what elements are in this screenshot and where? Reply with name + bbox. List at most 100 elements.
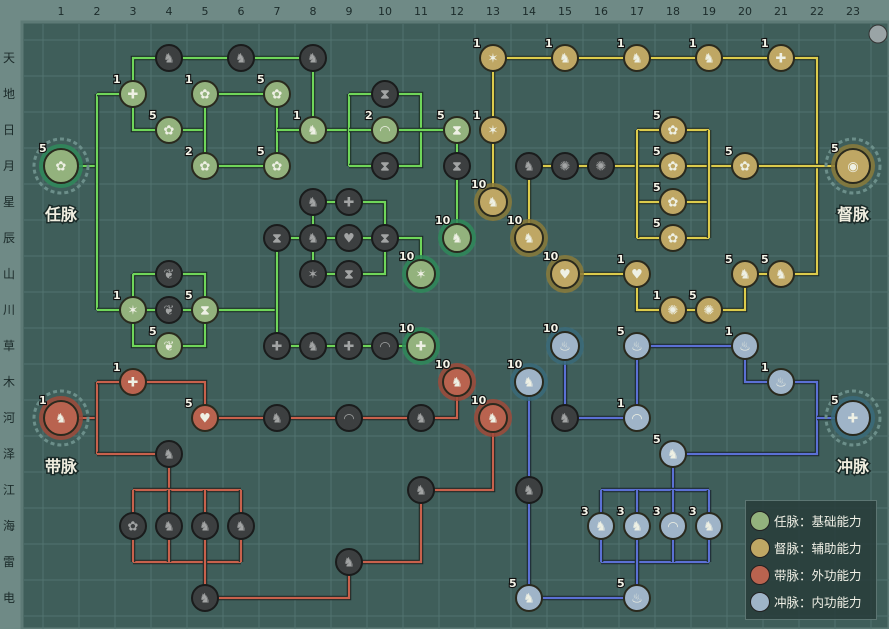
ren-skill-node[interactable]: ✚: [335, 332, 363, 360]
ren-skill-node[interactable]: ✶10: [398, 249, 440, 293]
dai-skill-node[interactable]: ♞: [155, 512, 183, 540]
ren-skill-node[interactable]: ♞: [299, 188, 327, 216]
du-skill-node[interactable]: ♞1: [544, 36, 579, 72]
ren-skill-node[interactable]: ✚1: [112, 72, 147, 108]
dai-skill-node[interactable]: ♞1: [32, 389, 90, 447]
ren-skill-node[interactable]: ⧗5: [436, 108, 471, 144]
dai-skill-node[interactable]: ♞: [191, 512, 219, 540]
node-badge: [155, 512, 183, 540]
ren-skill-node[interactable]: ♞: [155, 44, 183, 72]
ren-skill-node[interactable]: ⧗: [371, 80, 399, 108]
dai-skill-node[interactable]: ✿: [119, 512, 147, 540]
chong-skill-node[interactable]: ♨5: [616, 576, 651, 612]
dai-skill-node[interactable]: ♞: [335, 548, 363, 576]
du-skill-node[interactable]: ✺5: [688, 288, 723, 324]
du-skill-node[interactable]: ✿5: [652, 216, 687, 252]
ren-skill-node[interactable]: ✶: [299, 260, 327, 288]
du-skill-node[interactable]: ✿5: [652, 144, 687, 180]
ren-skill-node[interactable]: ♞1: [292, 108, 327, 144]
dai-skill-node[interactable]: ♞: [155, 440, 183, 468]
ren-skill-node[interactable]: ✚10: [398, 321, 440, 365]
ring-icon: ◠: [632, 412, 642, 427]
dai-skill-node[interactable]: ♥5: [184, 396, 219, 432]
ren-skill-node[interactable]: ♞10: [434, 213, 476, 257]
du-skill-node[interactable]: ✿5: [724, 144, 759, 180]
du-skill-node[interactable]: ♥1: [616, 252, 651, 288]
ren-skill-node[interactable]: ✚: [263, 332, 291, 360]
chong-skill-node[interactable]: ✚5: [824, 389, 882, 447]
ren-skill-node[interactable]: ⧗5: [184, 288, 219, 324]
ren-skill-node[interactable]: ✶1: [112, 288, 147, 324]
node-level: 1: [617, 37, 625, 50]
ren-skill-node[interactable]: ❦5: [148, 324, 183, 360]
du-skill-node[interactable]: ♞10: [470, 177, 512, 221]
ren-skill-node[interactable]: ♥: [335, 224, 363, 252]
dai-skill-node[interactable]: ◠: [335, 404, 363, 432]
ren-skill-node[interactable]: ⧗: [335, 260, 363, 288]
du-skill-node[interactable]: ✺: [551, 152, 579, 180]
du-skill-node[interactable]: ♞5: [724, 252, 759, 288]
ren-skill-node[interactable]: ◠: [371, 332, 399, 360]
du-skill-node[interactable]: ✿5: [652, 180, 687, 216]
dai-skill-node[interactable]: ♞10: [470, 393, 512, 437]
ren-skill-node[interactable]: ✿5: [256, 144, 291, 180]
legend-label: 带脉：外功能力: [774, 568, 862, 583]
du-skill-node[interactable]: ♞: [515, 152, 543, 180]
du-skill-node[interactable]: ♥10: [542, 249, 584, 293]
ren-skill-node[interactable]: ✚: [335, 188, 363, 216]
ren-skill-node[interactable]: ⧗: [443, 152, 471, 180]
ren-skill-node[interactable]: ✿5: [148, 108, 183, 144]
chong-skill-node[interactable]: ♞3: [616, 504, 651, 540]
chong-skill-node[interactable]: ♨1: [724, 324, 759, 360]
dai-skill-node[interactable]: ♞10: [434, 357, 476, 401]
dai-skill-node[interactable]: ♞: [407, 404, 435, 432]
chong-skill-node[interactable]: ♞5: [508, 576, 543, 612]
ren-skill-node[interactable]: ❦: [155, 260, 183, 288]
ren-skill-node[interactable]: ⧗: [371, 224, 399, 252]
du-skill-node[interactable]: ◉5: [824, 137, 882, 195]
dai-skill-node[interactable]: ♞: [407, 476, 435, 504]
chong-skill-node[interactable]: ♨10: [542, 321, 584, 365]
star-icon: ✶: [488, 52, 499, 67]
ren-skill-node[interactable]: ◠2: [364, 108, 399, 144]
du-skill-node[interactable]: ♞1: [616, 36, 651, 72]
hourglass-icon: ⧗: [380, 160, 389, 175]
chong-skill-node[interactable]: ♞: [515, 476, 543, 504]
ren-skill-node[interactable]: ✿5: [32, 137, 90, 195]
ren-skill-node[interactable]: ✿2: [184, 144, 219, 180]
ren-skill-node[interactable]: ✿1: [184, 72, 219, 108]
dai-skill-node[interactable]: ✚1: [112, 360, 147, 396]
chong-skill-node[interactable]: ♞3: [580, 504, 615, 540]
node-level: 1: [39, 394, 47, 407]
chong-skill-node[interactable]: ♞5: [652, 432, 687, 468]
dai-skill-node[interactable]: ♞: [263, 404, 291, 432]
ren-skill-node[interactable]: ♞: [299, 44, 327, 72]
ren-skill-node[interactable]: ❦: [155, 296, 183, 324]
du-skill-node[interactable]: ✺1: [652, 288, 687, 324]
du-skill-node[interactable]: ✚1: [760, 36, 795, 72]
chong-skill-node[interactable]: ◠1: [616, 396, 651, 432]
node-badge: [767, 44, 795, 72]
dai-skill-node[interactable]: ♞: [191, 584, 219, 612]
du-skill-node[interactable]: ✶1: [472, 36, 507, 72]
ren-skill-node[interactable]: ♞: [299, 224, 327, 252]
character-corner-icon[interactable]: [868, 24, 888, 44]
du-skill-node[interactable]: ♞5: [760, 252, 795, 288]
chong-skill-node[interactable]: ♨1: [760, 360, 795, 396]
du-skill-node[interactable]: ✺: [587, 152, 615, 180]
ren-skill-node[interactable]: ⧗: [263, 224, 291, 252]
ren-skill-node[interactable]: ♞: [227, 44, 255, 72]
du-skill-node[interactable]: ♞1: [688, 36, 723, 72]
ren-skill-node[interactable]: ✿5: [256, 72, 291, 108]
du-skill-node[interactable]: ✶1: [472, 108, 507, 144]
ren-skill-node[interactable]: ♞: [299, 332, 327, 360]
du-skill-node[interactable]: ✿5: [652, 108, 687, 144]
du-skill-node[interactable]: ♞10: [506, 213, 548, 257]
chong-skill-node[interactable]: ♞3: [688, 504, 723, 540]
dai-skill-node[interactable]: ♞: [227, 512, 255, 540]
ren-skill-node[interactable]: ⧗: [371, 152, 399, 180]
chong-skill-node[interactable]: ♞10: [506, 357, 548, 401]
chong-skill-node[interactable]: ♨5: [616, 324, 651, 360]
chong-skill-node[interactable]: ◠3: [652, 504, 687, 540]
chong-skill-node[interactable]: ♞: [551, 404, 579, 432]
